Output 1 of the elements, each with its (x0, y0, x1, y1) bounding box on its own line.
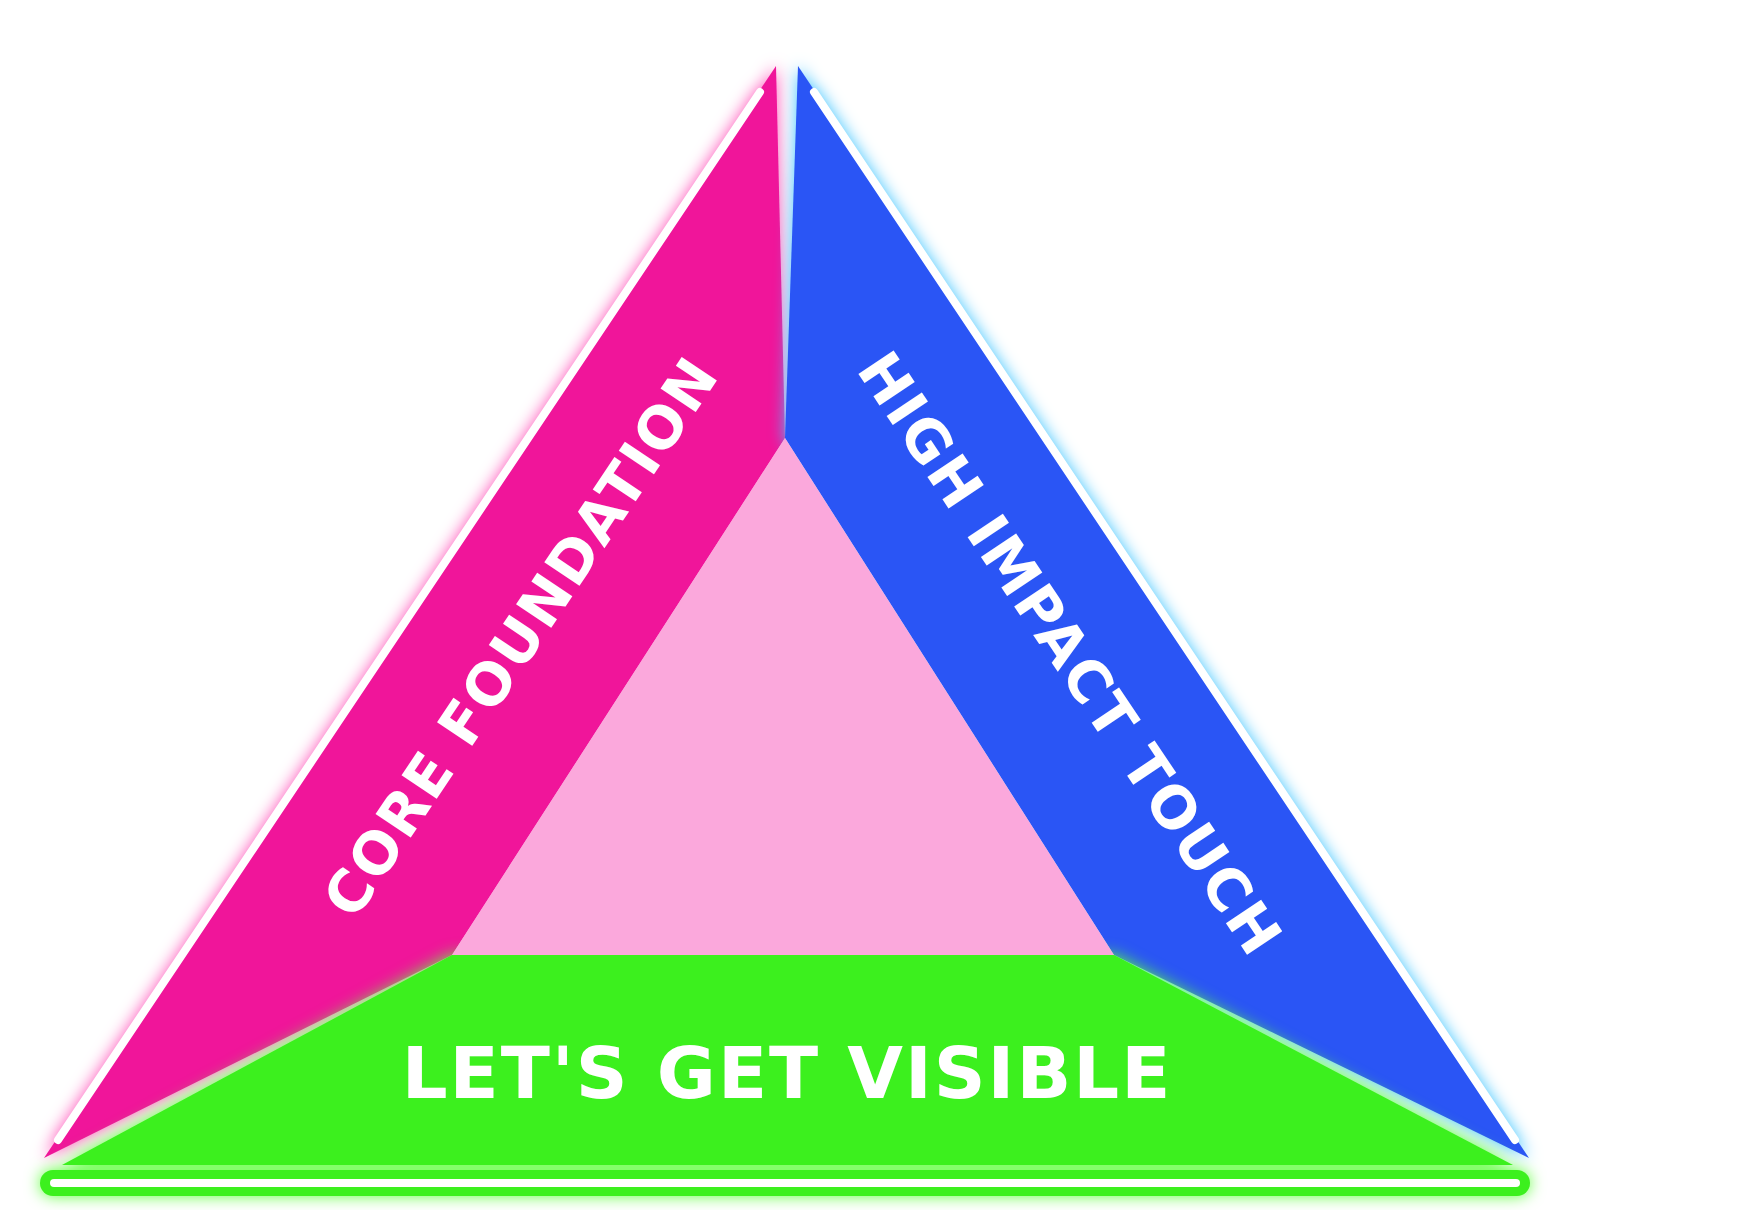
band-label: LET'S GET VISIBLE (401, 1037, 1173, 1109)
